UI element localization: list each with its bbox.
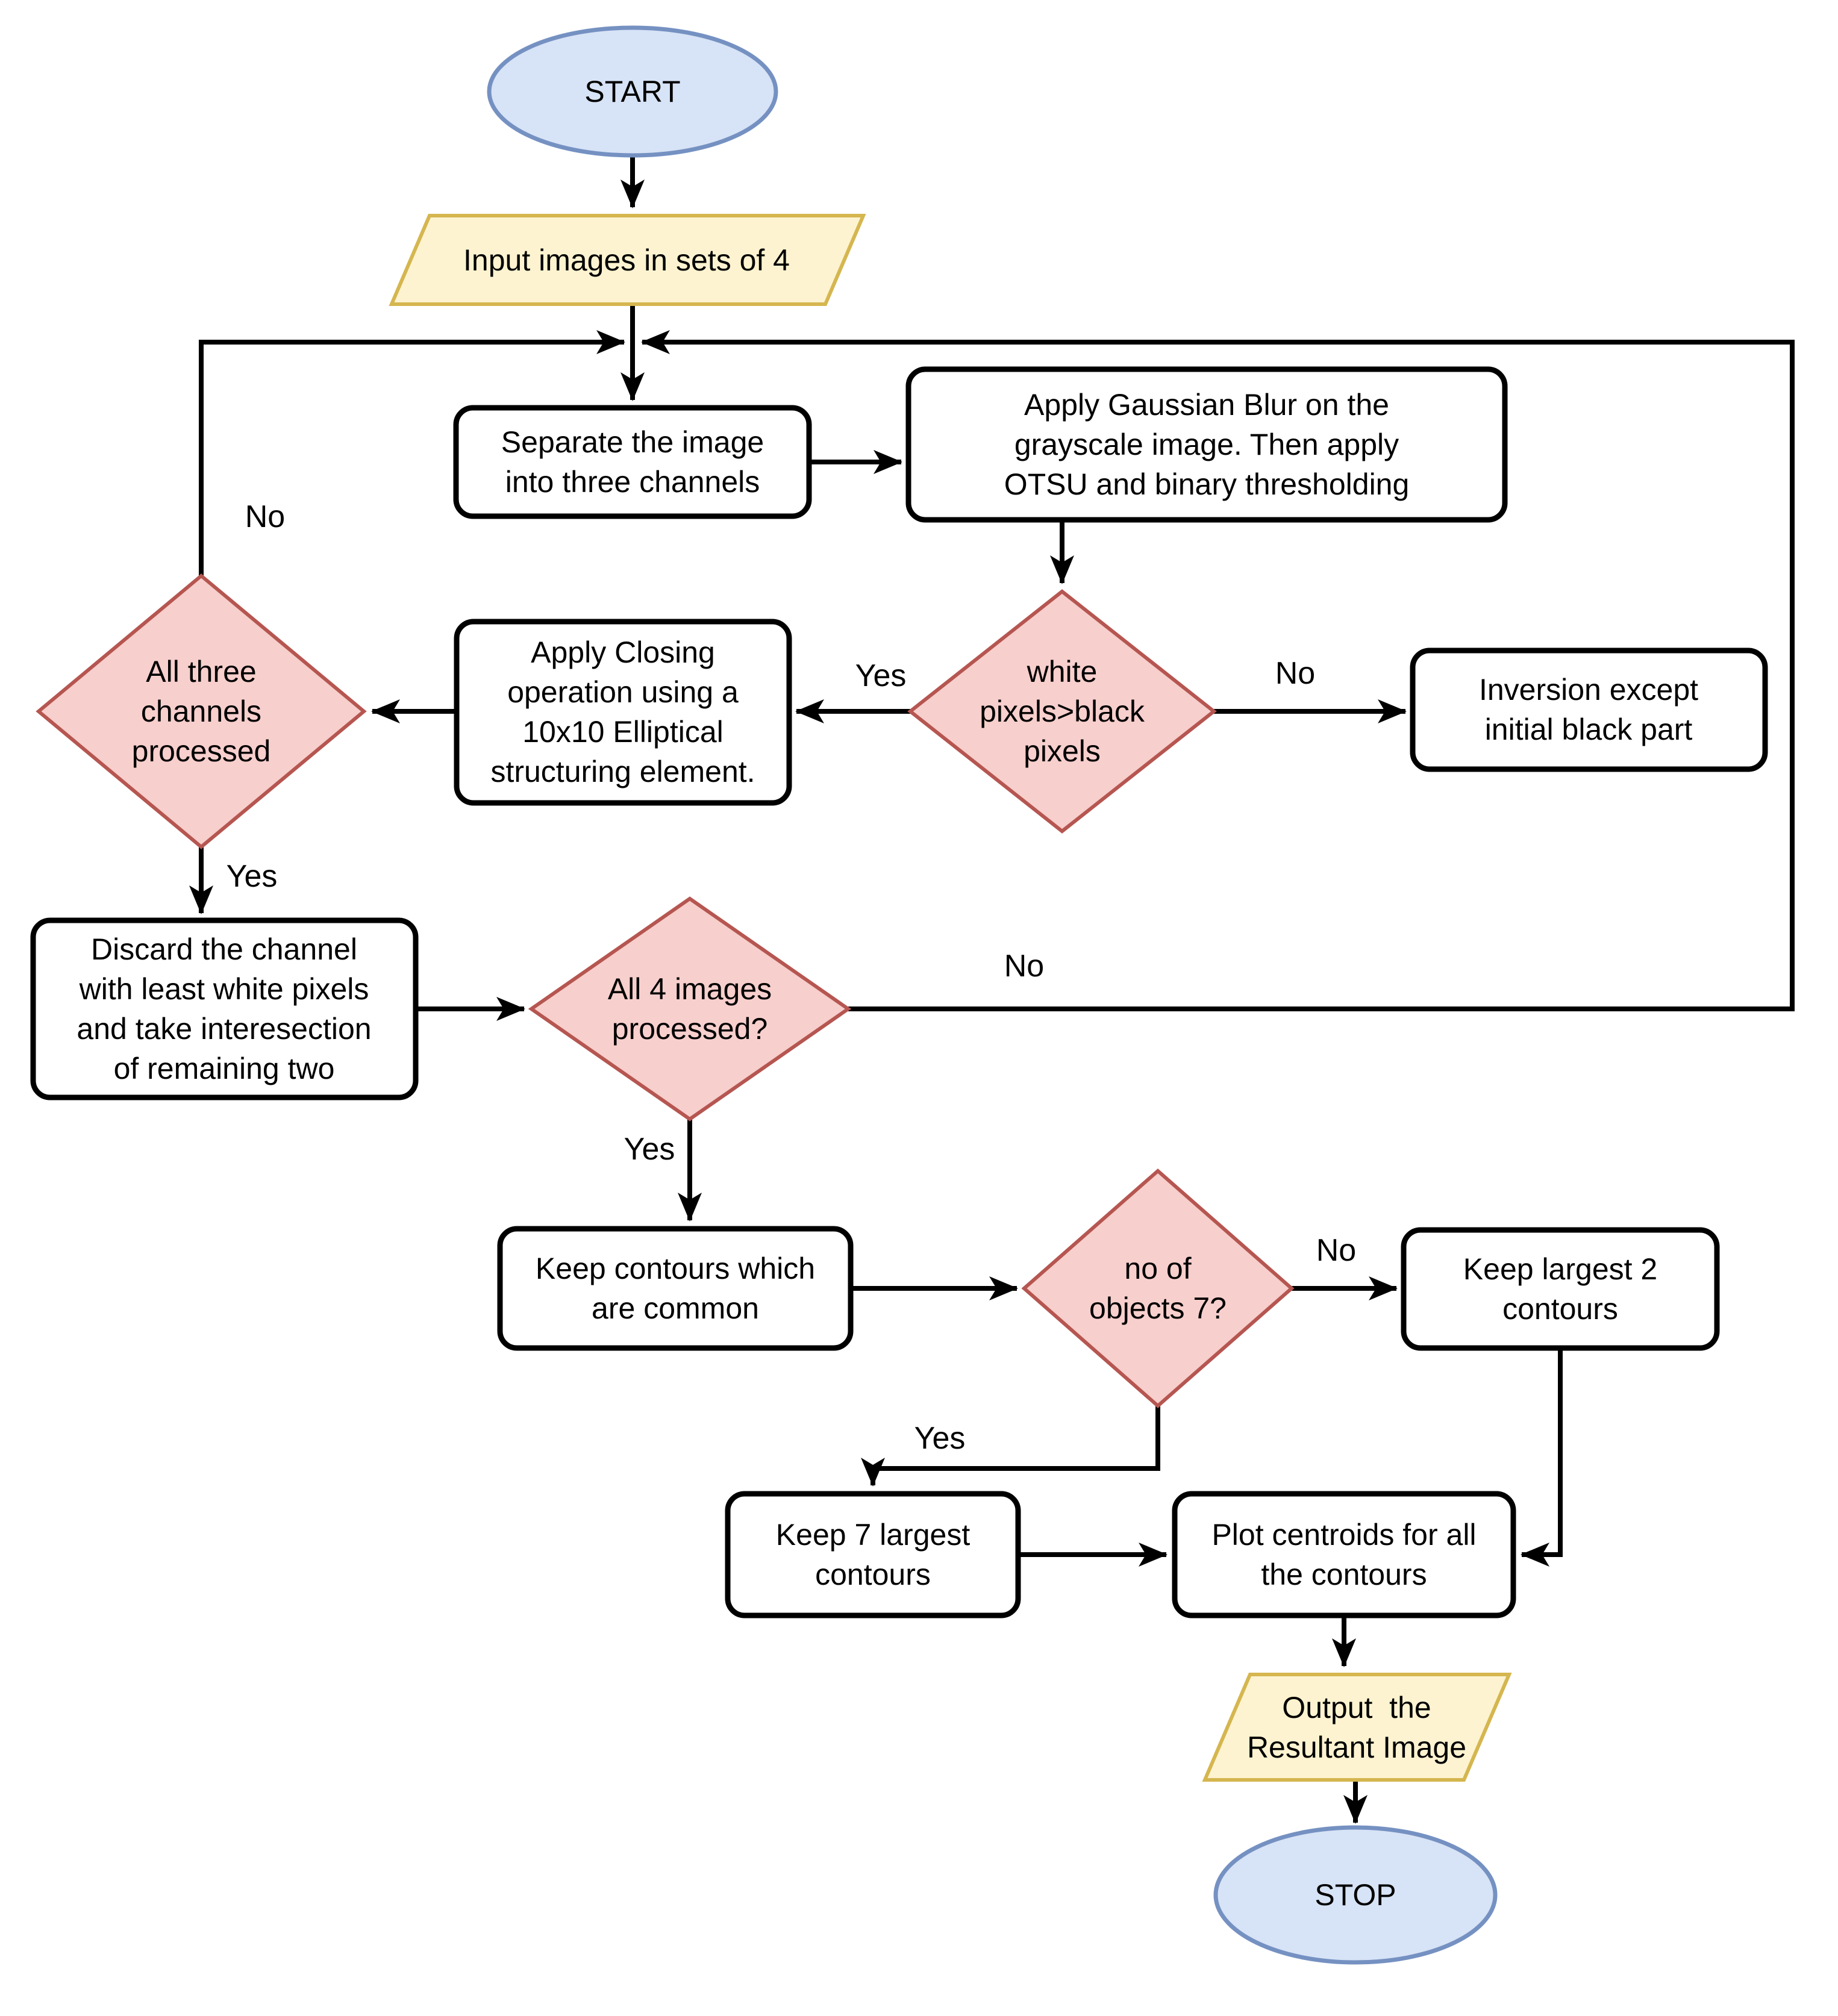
- objects7-label: no of objects 7?: [1089, 1252, 1227, 1325]
- white-pixels-decision: [907, 589, 1217, 834]
- all-four-decision: [528, 896, 852, 1122]
- all-four-label: All 4 images processed?: [607, 972, 772, 1046]
- inversion-label: Inversion except initial black part: [1478, 673, 1699, 746]
- keep7-node: [725, 1491, 1021, 1618]
- discard-node: [30, 917, 419, 1100]
- inversion-node: [1410, 648, 1768, 772]
- closing-node: [454, 619, 792, 806]
- edge-objects7-yes-to-keep7: [861, 1406, 1160, 1487]
- keep-largest2-node: [1401, 1227, 1720, 1351]
- plot-label: Plot centroids for all the contours: [1211, 1518, 1477, 1591]
- output-node: [1202, 1673, 1512, 1782]
- white-pixels-no-label: No: [1275, 656, 1316, 691]
- objects7-decision: [1021, 1169, 1295, 1408]
- output-label: Output the Resultant Image: [1246, 1691, 1467, 1764]
- all-four-yes-label: Yes: [624, 1132, 675, 1167]
- keep-common-node: [497, 1226, 854, 1351]
- input-node: [389, 214, 866, 306]
- input-label: Input images in sets of 4: [463, 243, 790, 277]
- keep-largest2-label: Keep largest 2 contours: [1463, 1252, 1658, 1326]
- all-three-no-label: No: [245, 499, 286, 534]
- objects7-no-label: No: [1316, 1233, 1357, 1268]
- separate-label: Separate the image into three channels: [501, 425, 764, 499]
- plot-node: [1172, 1491, 1516, 1618]
- all-three-label: All three channels processed: [131, 655, 271, 768]
- start-node: [487, 25, 778, 158]
- white-pixels-yes-label: Yes: [855, 658, 907, 693]
- all-three-yes-label: Yes: [226, 859, 278, 894]
- closing-label: Apply Closing operation using a 10x10 El…: [490, 635, 755, 788]
- edge-loop-right-no: [641, 330, 1795, 1011]
- white-pixels-label: white pixels>black pixels: [980, 655, 1145, 768]
- gaussian-node: [905, 366, 1508, 523]
- edge-keeplargest2-to-plot: [1521, 1348, 1563, 1567]
- all-three-decision: [36, 573, 367, 849]
- gaussian-label: Apply Gaussian Blur on the grayscale ima…: [1004, 388, 1410, 501]
- objects7-yes-label: Yes: [914, 1421, 966, 1456]
- all-four-no-label: No: [1004, 949, 1045, 984]
- discard-label: Discard the channel with least white pix…: [77, 932, 372, 1085]
- separate-node: [453, 405, 812, 519]
- start-label: START: [584, 75, 681, 108]
- keep7-label: Keep 7 largest contours: [775, 1518, 971, 1591]
- stop-node: [1213, 1825, 1498, 1965]
- stop-label: STOP: [1314, 1878, 1396, 1912]
- keep-common-label: Keep contours which are common: [535, 1252, 816, 1325]
- edge-loop-left-no: [199, 330, 625, 576]
